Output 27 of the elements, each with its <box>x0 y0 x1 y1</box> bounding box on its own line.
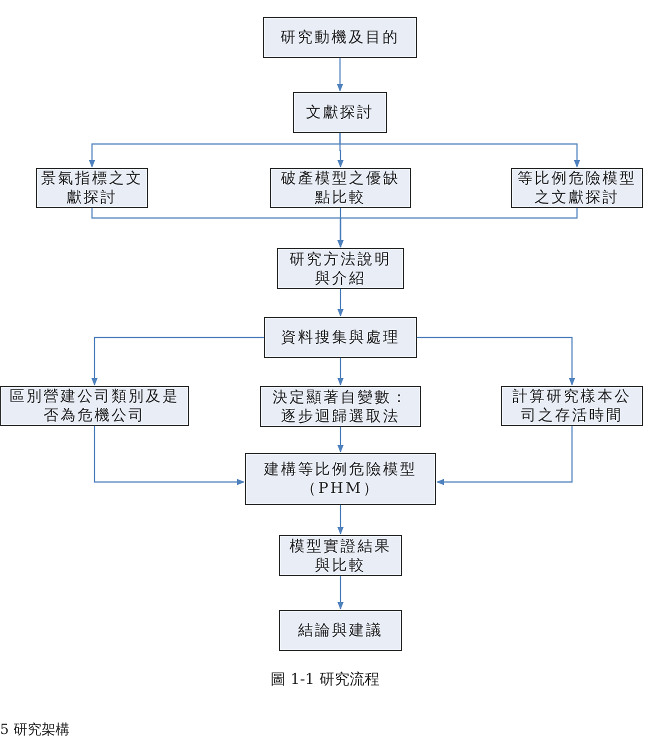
process-box: 決定顯著自變數：逐步迴歸選取法 <box>260 386 421 427</box>
section-heading: 5 研究架構 <box>0 722 70 738</box>
process-box: 區別營建公司類別及是否為危機公司 <box>0 386 189 426</box>
arrow <box>436 426 573 486</box>
arrow <box>339 133 580 168</box>
process-box: 景氣指標之文獻探討 <box>36 168 148 208</box>
process-box: 結論與建議 <box>279 610 402 651</box>
process-box: 研究方法說明與介紹 <box>277 248 404 289</box>
process-box: 建構等比例危險模型（PHM） <box>245 453 436 505</box>
arrow <box>336 58 344 92</box>
arrow <box>91 336 264 386</box>
process-box: 資料搜集與處理 <box>264 317 417 358</box>
arrow <box>337 505 344 535</box>
arrow <box>337 358 344 386</box>
process-box: 計算研究樣本公司之存活時間 <box>501 386 643 426</box>
arrow <box>94 426 245 486</box>
arrow <box>337 289 344 317</box>
figure-caption: 圖 1-1 研究流程 <box>270 669 380 690</box>
arrow <box>337 576 344 610</box>
arrow <box>337 427 344 453</box>
process-box: 文獻探討 <box>293 92 387 133</box>
process-box: 模型實證結果與比較 <box>279 535 402 576</box>
process-box: 破產模型之優缺點比較 <box>270 168 411 208</box>
arrow <box>417 336 576 386</box>
process-box: 研究動機及目的 <box>263 17 417 58</box>
arrow <box>337 208 578 248</box>
process-box: 等比例危險模型之文獻探討 <box>511 168 643 208</box>
